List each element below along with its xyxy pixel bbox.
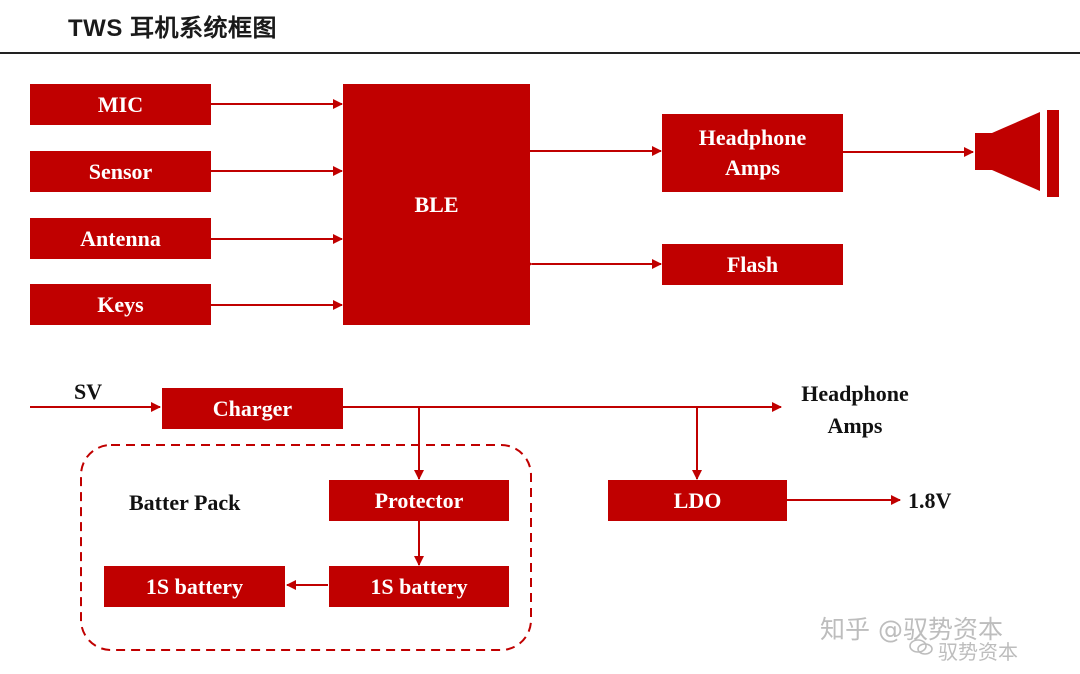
sensor-block: Sensor (30, 151, 211, 192)
ldo-block: LDO (608, 480, 787, 521)
wechat-watermark-icon (909, 639, 933, 655)
headphone-amps-label-line1: Headphone (698, 125, 807, 151)
antenna-block: Antenna (30, 218, 211, 259)
headphone-amps-block: Headphone Amps (662, 114, 843, 192)
batter-pack-label: Batter Pack (129, 490, 241, 515)
protector-block: Protector (329, 480, 509, 521)
page-title: TWS 耳机系统框图 (68, 15, 277, 42)
watermark-text: 知乎 @驭势资本 (820, 615, 1003, 644)
battery-block-left: 1S battery (104, 566, 285, 607)
headphone-amps-output-line2: Amps (827, 412, 883, 438)
speaker-icon (975, 110, 1059, 197)
sv-label: SV (74, 379, 103, 404)
headphone-amps-label-line2: Amps (724, 155, 780, 180)
battery-block-right: 1S battery (329, 566, 509, 607)
keys-block: Keys (30, 284, 211, 325)
title-divider (0, 52, 1080, 54)
mic-block: MIC (30, 84, 211, 125)
flash-block: Flash (662, 244, 843, 285)
ble-block: BLE (343, 84, 530, 325)
headphone-amps-output-line1: Headphone (801, 381, 909, 406)
output-1v8-label: 1.8V (908, 488, 952, 513)
batter-pack-boundary (80, 444, 532, 651)
headphone-amps-output-label: Headphone Amps (790, 378, 920, 442)
charger-block: Charger (162, 388, 343, 429)
watermark-subtext: 驭势资本 (938, 640, 1018, 664)
